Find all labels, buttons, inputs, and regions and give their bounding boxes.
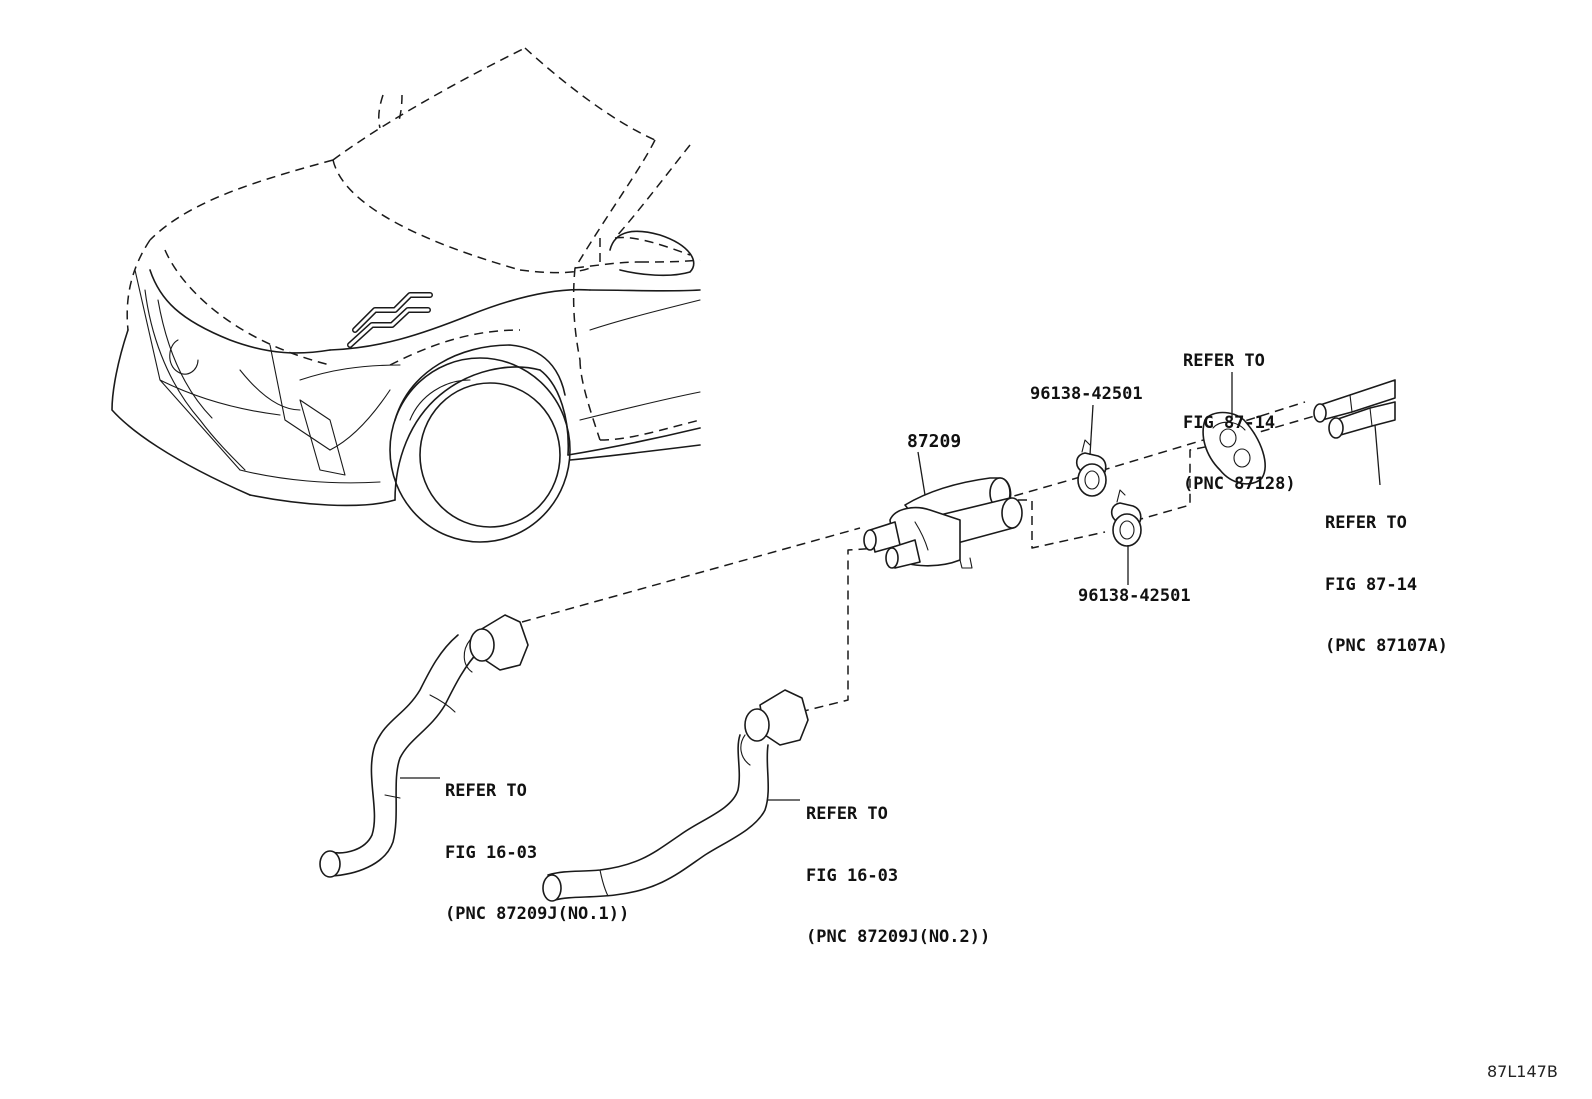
label-ref-hose-1: REFER TO FIG 16-03 (PNC 87209J(NO.1)) [445,740,629,945]
grommet [1202,411,1266,485]
ref-hose-1-line-2: FIG 16-03 [445,842,538,863]
label-ref-grommet: REFER TO FIG 87-14 (PNC 87128) [1183,310,1296,515]
ref-hose-1-line-3: (PNC 87209J(NO.1)) [445,904,630,924]
ref-hose-2-line-3: (PNC 87209J(NO.2)) [806,927,991,947]
ref-hose-2-line-2: FIG 16-03 [806,865,899,886]
hose-no1 [319,614,529,878]
ref-hose-1-line-1: REFER TO [445,781,527,801]
label-part-87209: 87209 [907,431,962,452]
clip-upper [1075,439,1107,497]
figure-id: 87L147B [1487,1062,1558,1081]
label-ref-pipes: REFER TO FIG 87-14 (PNC 87107A) [1325,472,1448,677]
clip-lower [1110,489,1142,547]
label-clip-lower: 96138-42501 [1078,586,1191,606]
ref-grommet-line-3: (PNC 87128) [1183,474,1296,494]
label-clip-upper: 96138-42501 [1030,384,1143,404]
hose-no2 [542,689,809,902]
ref-hose-2-line-1: REFER TO [806,804,888,824]
leader-lines [400,372,1381,801]
water-valve-87209 [863,477,1023,569]
connection-lines [521,401,1319,713]
ref-pipes-line-1: REFER TO [1325,513,1407,533]
washer-pipes [1313,379,1396,439]
label-ref-hose-2: REFER TO FIG 16-03 (PNC 87209J(NO.2)) [806,763,990,968]
ref-grommet-line-1: REFER TO [1183,351,1265,371]
vehicle-outline [111,47,701,543]
ref-grommet-line-2: FIG 87-14 [1183,412,1276,433]
ref-pipes-line-2: FIG 87-14 [1325,574,1418,595]
ref-pipes-line-3: (PNC 87107A) [1325,636,1448,656]
